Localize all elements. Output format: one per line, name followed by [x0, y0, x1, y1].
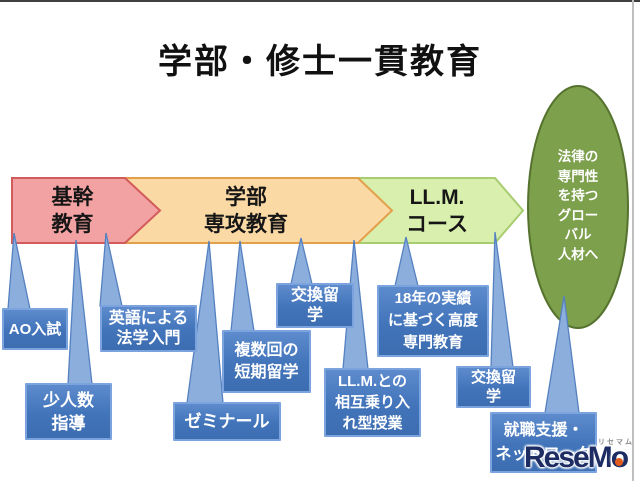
logo-text-left: ReseM: [524, 441, 613, 474]
pointer-exchange-2: [490, 231, 514, 368]
callout-llm-mutual-classes: LL.M.との 相互乗り入 れ型授業: [324, 368, 421, 437]
callout-exchange-study-1: 交換留 学: [276, 283, 354, 328]
callout-exchange-study-2: 交換留 学: [456, 366, 531, 408]
right-border-line: [632, 0, 634, 481]
callout-english-law-intro: 英語による 法学入門: [100, 305, 197, 352]
band-label-faculty: 学部 専攻教育: [204, 186, 288, 236]
callout-small-group-teaching: 少人数 指導: [25, 383, 112, 440]
pointer-small-group: [67, 239, 93, 385]
logo-orange-dot-icon: [614, 458, 623, 466]
pointer-18-years: [394, 236, 419, 287]
callout-short-term-study-abroad: 複数回の 短期留学: [222, 330, 311, 393]
page-title: 学部・修士一貫教育: [158, 43, 482, 81]
callout-career-support-network: 就職支援・ ネットワーク: [490, 412, 597, 473]
pointer-exchange-1: [290, 237, 313, 285]
band-segment-core: [11, 177, 162, 244]
top-border-line: [0, 0, 640, 2]
goal-label: 法律の 専門性 を持つ グロー バル 人材へ: [557, 149, 599, 262]
pointer-ao-exam: [7, 232, 31, 310]
logo-letter-o: o: [611, 438, 629, 478]
callout-ao-exam: AO入試: [2, 308, 68, 350]
pointer-short-study: [230, 240, 255, 332]
band-label-llm: LL.M. コース: [406, 186, 468, 236]
band-label-core: 基幹 教育: [51, 186, 94, 236]
callout-seminar: ゼミナール: [173, 402, 281, 441]
goal-ellipse: [527, 85, 629, 329]
callout-18-years-advanced-education: 18年の実績 に基づく高度 専門教育: [377, 285, 489, 357]
logo-katakana: リセマム: [598, 439, 634, 446]
resemom-logo: リセマムReseMom.: [524, 438, 640, 478]
logo-o-glyph: o: [611, 441, 629, 474]
